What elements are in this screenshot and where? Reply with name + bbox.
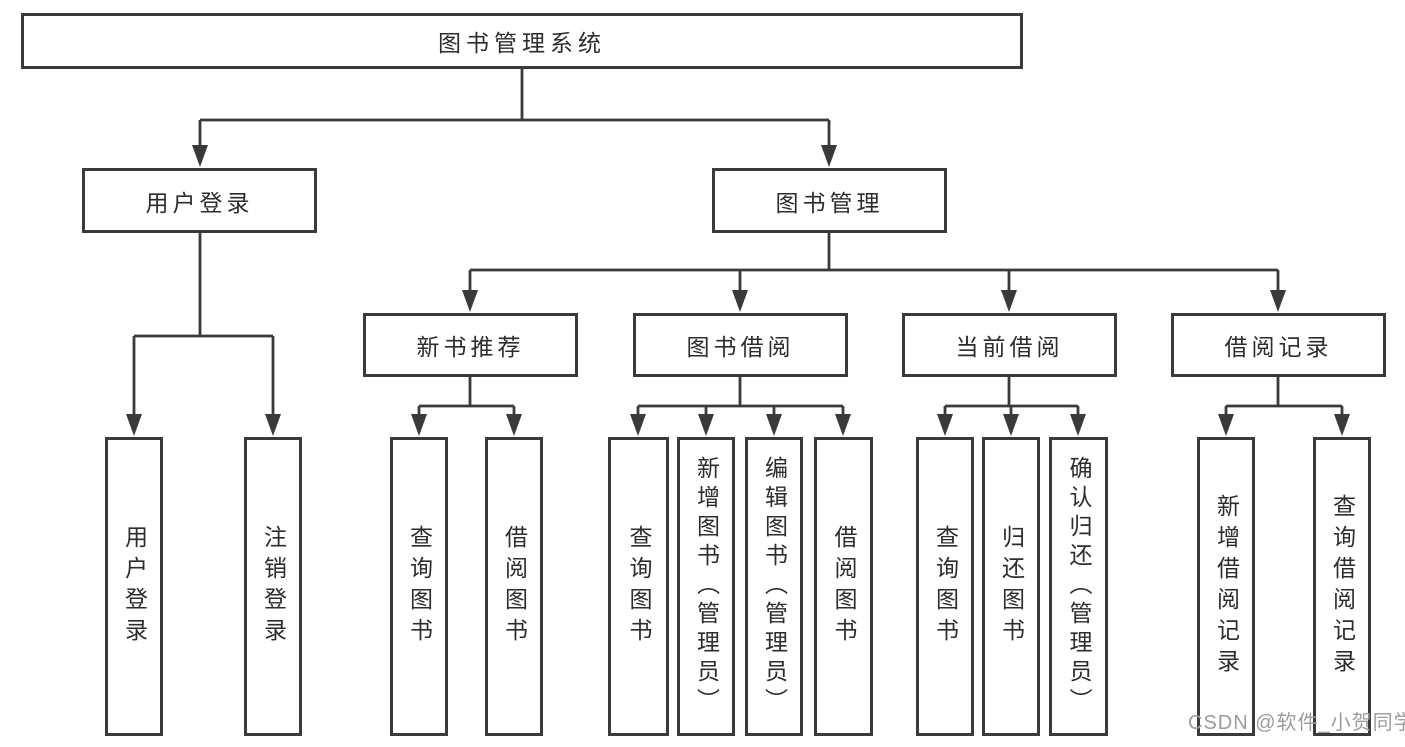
leaf-logout-label: 注销登录 [260, 524, 287, 649]
node-new-book-recommend-label: 新书推荐 [416, 334, 525, 360]
leaf-borrow-query-books-label: 查询图书 [626, 524, 652, 649]
leaf-recommend-query-books: 查询图书 [390, 437, 448, 736]
connector-lines [132, 69, 1344, 418]
leaf-borrow-query-books: 查询图书 [608, 437, 669, 736]
leaf-add-books-admin-label: 新增图书（管理员） [693, 456, 720, 717]
leaf-query-borrow-record-label: 查询借阅记录 [1329, 493, 1356, 680]
leaf-recommend-borrow-books-label: 借阅图书 [501, 524, 528, 649]
leaf-current-query-books-label: 查询图书 [932, 524, 959, 649]
arrowhead [1334, 414, 1350, 436]
arrowhead [1070, 414, 1086, 436]
arrowhead [937, 414, 953, 436]
arrowhead [192, 145, 208, 167]
leaf-edit-books-admin: 编辑图书（管理员） [745, 437, 803, 736]
node-library-management-system-label: 图书管理系统 [438, 30, 606, 56]
node-current-borrow: 当前借阅 [902, 313, 1117, 377]
leaf-add-books-admin: 新增图书（管理员） [677, 437, 735, 736]
leaf-borrow-books-label: 借阅图书 [831, 524, 857, 649]
leaf-query-borrow-record: 查询借阅记录 [1313, 437, 1371, 736]
leaf-return-books-label: 归还图书 [998, 524, 1025, 649]
node-book-borrow-label: 图书借阅 [686, 334, 795, 360]
node-borrow-records: 借阅记录 [1171, 313, 1386, 377]
leaf-edit-books-admin-label: 编辑图书（管理员） [761, 456, 788, 717]
node-current-borrow-label: 当前借阅 [955, 334, 1064, 360]
leaf-add-borrow-record-label: 新增借阅记录 [1213, 493, 1240, 680]
node-new-book-recommend: 新书推荐 [363, 313, 578, 377]
leaf-logout: 注销登录 [244, 437, 302, 736]
arrowhead [732, 290, 748, 312]
leaf-borrow-books: 借阅图书 [814, 437, 873, 736]
leaf-confirm-return-admin: 确认归还（管理员） [1049, 437, 1108, 736]
arrowhead [462, 290, 478, 312]
leaf-add-borrow-record: 新增借阅记录 [1197, 437, 1255, 736]
arrowhead [506, 414, 522, 436]
arrowhead [630, 414, 646, 436]
leaf-user-login: 用户登录 [105, 437, 163, 736]
arrowhead [1218, 414, 1234, 436]
leaf-recommend-query-books-label: 查询图书 [406, 524, 433, 649]
arrowhead [766, 414, 782, 436]
arrowhead [821, 145, 837, 167]
node-borrow-records-label: 借阅记录 [1224, 334, 1333, 360]
node-book-borrow: 图书借阅 [633, 313, 848, 377]
leaf-user-login-label: 用户登录 [121, 524, 148, 649]
node-user-login-label: 用户登录 [145, 189, 254, 216]
leaf-current-query-books: 查询图书 [916, 437, 974, 736]
leaf-return-books: 归还图书 [982, 437, 1040, 736]
leaf-confirm-return-admin-label: 确认归还（管理员） [1066, 456, 1092, 717]
node-book-management: 图书管理 [712, 168, 947, 233]
node-library-management-system: 图书管理系统 [21, 13, 1023, 69]
arrowhead [835, 414, 851, 436]
arrowhead [1270, 290, 1286, 312]
node-user-login: 用户登录 [82, 168, 317, 233]
arrowhead [411, 414, 427, 436]
watermark: CSDN @软件_小贺同学 [1188, 712, 1405, 734]
arrowhead [1003, 414, 1019, 436]
arrowhead [1001, 290, 1017, 312]
arrowhead [698, 414, 714, 436]
leaf-recommend-borrow-books: 借阅图书 [485, 437, 543, 736]
node-book-management-label: 图书管理 [775, 189, 884, 216]
arrowhead [126, 414, 142, 436]
arrowhead [265, 414, 281, 436]
